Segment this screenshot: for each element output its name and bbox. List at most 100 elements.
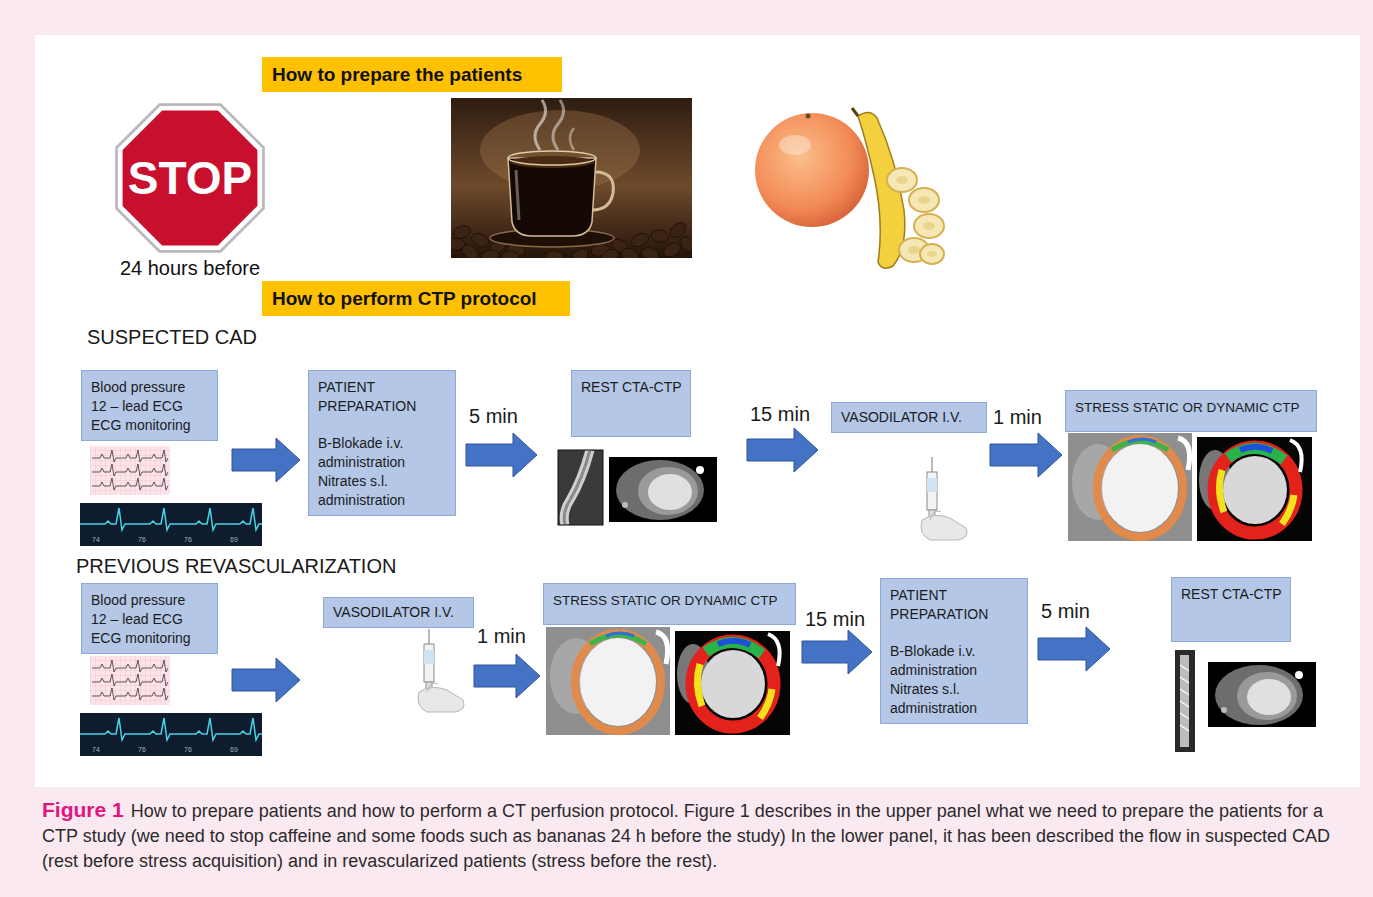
fruit-photo-part: [887, 168, 917, 192]
fruit-photo-part: [852, 108, 858, 116]
monitor-value: 76: [138, 535, 146, 545]
ecg-traces-part: [90, 446, 170, 495]
coffee-photo-part: [510, 156, 594, 168]
monitor-value: 76: [184, 745, 192, 755]
coffee-photo-part: [569, 246, 591, 258]
fruit-photo: [755, 108, 944, 268]
coffee-photo-part: [487, 236, 509, 256]
coffee-photo-part: [508, 158, 596, 236]
stress-ct-images-part: [1072, 444, 1124, 520]
coffee-photo-part: [451, 98, 692, 258]
syringe-hand: [921, 457, 967, 540]
coffee-photo-part: [570, 128, 574, 150]
coffee-photo-part: [609, 236, 631, 255]
block-arrow: [474, 654, 540, 698]
rest-ct-image-part: [609, 457, 717, 522]
fruit-photo-part: [923, 222, 935, 230]
fruit-photo-part: [899, 238, 929, 262]
coffee-photo-part: [516, 170, 519, 220]
coronary-ct-part: [564, 450, 590, 525]
coffee-photo-part: [490, 229, 614, 247]
block-arrow: [747, 428, 818, 472]
stress-ct-images-part: [1128, 439, 1156, 442]
stress-ct-images-part: [1178, 438, 1190, 470]
box-text: Nitrates s.l. administration: [318, 472, 451, 510]
coronary-ct-part: [558, 450, 603, 525]
block-arrow: [232, 658, 300, 702]
box-text: B-Blokade i.v. administration: [318, 434, 451, 472]
box-text: 12 – lead ECG: [91, 397, 213, 416]
ecg-traces: [80, 446, 262, 546]
box-heading: STRESS STATIC OR DYNAMIC CTP: [553, 591, 791, 610]
stress-ct-images: [1068, 433, 1312, 541]
coronary-ct-part: [564, 450, 590, 525]
sign-caption: 24 hours before: [105, 256, 275, 280]
block-arrow: [990, 433, 1062, 477]
box-text: ECG monitoring: [91, 416, 213, 435]
stress-ct-images-part: [1290, 440, 1302, 472]
coffee-photo-part: [592, 172, 613, 210]
coffee-photo-part: [650, 229, 670, 244]
coffee-photo-part: [506, 242, 526, 258]
syringe-hand-part: [921, 515, 967, 540]
rest-ct-image: [1208, 662, 1316, 727]
coffee-photo-part: [667, 220, 689, 241]
edge-label: 1 min: [993, 406, 1042, 428]
caption-block: Figure 1How to prepare patients and how …: [42, 797, 1340, 874]
fruit-photo-part: [896, 176, 908, 184]
process-box: STRESS STATIC OR DYNAMIC CTP: [1065, 390, 1317, 432]
edge-label: 15 min: [750, 403, 810, 425]
stress-ct-images-part: [1102, 444, 1178, 532]
fruit-photo-part: [779, 135, 811, 155]
block-arrow: [466, 433, 537, 477]
caption-text: How to prepare patients and how to perfo…: [42, 801, 1330, 871]
process-box: STRESS STATIC OR DYNAMIC CTP: [543, 583, 796, 625]
box-heading: Blood pressure: [91, 591, 213, 610]
fruit-photo-part: [806, 114, 811, 119]
stress-ct-images-part: [1282, 495, 1294, 524]
banner-text: How to perform CTP protocol: [272, 281, 560, 316]
figure-label: Figure 1: [42, 798, 124, 821]
block-arrow: [1038, 627, 1110, 671]
section-label: SUSPECTED CAD: [87, 326, 257, 349]
fruit-photo-part: [755, 113, 869, 227]
stent-ct-part: [1180, 655, 1189, 747]
coffee-photo-part: [639, 245, 660, 258]
section-banner: How to prepare the patients: [262, 57, 562, 92]
monitor-value: 74: [92, 535, 100, 545]
syringe-hand-part: [927, 478, 937, 492]
rest-ct-image-part: [696, 466, 704, 474]
syringe-hand-part: [930, 511, 941, 520]
edge-label: 15 min: [805, 608, 865, 630]
process-box: REST CTA-CTP: [571, 370, 691, 437]
stent-ct-part: [1180, 665, 1189, 731]
coffee-photo-part: [480, 248, 500, 258]
process-box: Blood pressure12 – lead ECGECG monitorin…: [81, 583, 218, 654]
box-heading: PATIENT PREPARATION: [318, 378, 451, 416]
fruit-photo-part: [858, 112, 905, 268]
rest-ct-image-part: [622, 502, 628, 508]
banner-text: How to prepare the patients: [272, 57, 552, 92]
block-arrow: [232, 438, 300, 482]
box-heading: STRESS STATIC OR DYNAMIC CTP: [1075, 398, 1312, 417]
edge-label: 5 min: [469, 405, 518, 427]
box-heading: VASODILATOR I.V.: [333, 603, 469, 622]
fruit-photo-part: [920, 244, 944, 264]
coffee-photo-part: [619, 246, 640, 258]
section-label: PREVIOUS REVASCULARIZATION: [76, 555, 396, 578]
stress-ct-images-part: [1240, 447, 1272, 451]
process-box: VASODILATOR I.V.: [323, 597, 474, 628]
process-box: REST CTA-CTP: [1171, 577, 1291, 642]
stress-ct-images-part: [1068, 433, 1192, 541]
box-text: 12 – lead ECG: [91, 610, 213, 629]
coffee-photo-part: [508, 151, 596, 165]
coronary-ct-part: [558, 450, 603, 525]
stress-ct-images-part: [1214, 447, 1296, 533]
ecg-traces-part: [92, 478, 168, 490]
monitor-value: 69: [230, 535, 238, 545]
box-heading: REST CTA-CTP: [581, 378, 686, 397]
process-box: VASODILATOR I.V.: [831, 402, 987, 433]
syringe-hand-part: [929, 510, 935, 522]
